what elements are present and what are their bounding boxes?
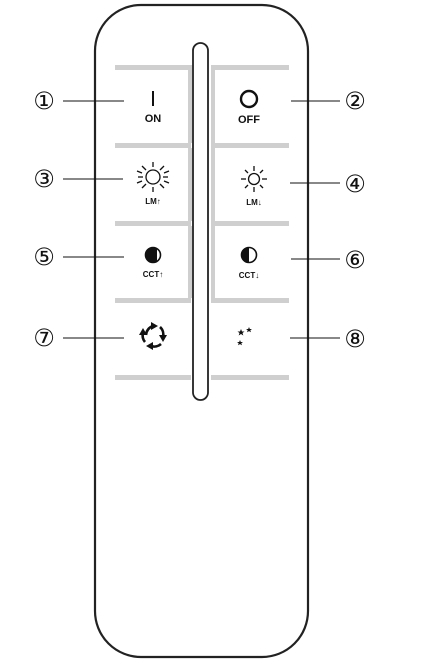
- night-moon-icon: [236, 322, 263, 353]
- callout-5: ⑤: [33, 243, 55, 271]
- power-off-icon: [239, 89, 259, 109]
- lm-down-label: LM↓: [246, 198, 262, 207]
- callout-4: ④: [344, 170, 366, 198]
- callout-7: ⑦: [33, 324, 55, 352]
- separator-bars: [115, 65, 289, 380]
- cct-down-icon: [240, 246, 258, 264]
- callout-1: ①: [33, 87, 55, 115]
- brightness-down-button[interactable]: LM↓: [241, 166, 267, 207]
- cct-up-icon: [144, 246, 162, 264]
- cct-down-button[interactable]: CCT↓: [239, 246, 259, 281]
- off-button[interactable]: OFF: [238, 89, 260, 126]
- callout-numbers: ① ② ③ ④ ⑤ ⑥ ⑦ ⑧: [33, 87, 366, 353]
- cct-up-button[interactable]: CCT↑: [143, 246, 163, 280]
- lm-up-label: LM↑: [145, 197, 161, 206]
- night-button[interactable]: [236, 322, 263, 353]
- vertical-separators: [188, 65, 215, 298]
- callout-3: ③: [33, 165, 55, 193]
- off-label: OFF: [238, 114, 260, 126]
- on-button[interactable]: ON: [145, 91, 162, 125]
- brightness-up-button[interactable]: LM↑: [136, 162, 170, 206]
- callout-lines: [63, 100, 340, 339]
- cycle-icon: [139, 322, 167, 350]
- callout-6: ⑥: [344, 246, 366, 274]
- brightness-up-icon: [136, 162, 170, 192]
- on-label: ON: [145, 113, 162, 125]
- brightness-down-icon: [241, 166, 267, 192]
- center-divider: [192, 42, 209, 401]
- callout-8: ⑧: [344, 325, 366, 353]
- cct-down-label: CCT↓: [239, 271, 259, 280]
- cycle-button[interactable]: [139, 322, 167, 350]
- cct-up-label: CCT↑: [143, 270, 163, 279]
- callout-2: ②: [344, 87, 366, 115]
